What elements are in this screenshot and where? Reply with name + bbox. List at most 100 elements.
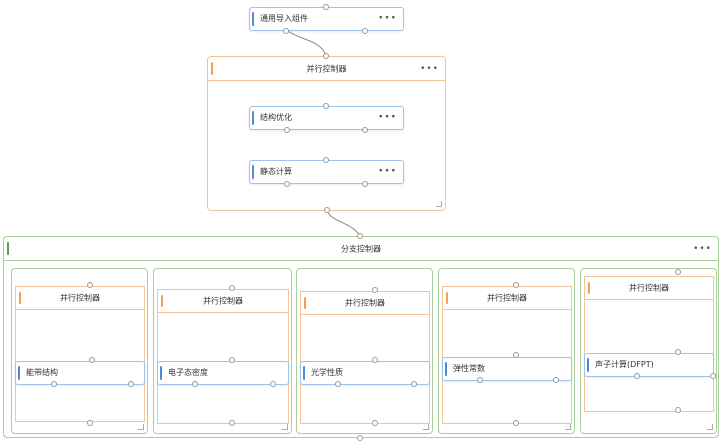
input-port[interactable] bbox=[675, 269, 681, 275]
lane-task-node[interactable]: 弹性常数 bbox=[442, 357, 572, 381]
branch-lane[interactable]: 并行控制器 能带结构 bbox=[11, 268, 148, 434]
input-port[interactable] bbox=[229, 357, 235, 363]
output-port[interactable] bbox=[335, 381, 341, 387]
output-port[interactable] bbox=[675, 407, 681, 413]
resize-handle[interactable] bbox=[138, 424, 144, 430]
lane-header: 并行控制器 bbox=[158, 289, 288, 313]
lane-bottom-border bbox=[443, 423, 571, 424]
output-port[interactable] bbox=[553, 377, 559, 383]
output-port[interactable] bbox=[283, 28, 289, 34]
output-port[interactable] bbox=[270, 381, 276, 387]
lane-header: 并行控制器 bbox=[443, 286, 571, 310]
output-port[interactable] bbox=[192, 381, 198, 387]
node-accent bbox=[587, 358, 589, 372]
node-accent bbox=[18, 366, 20, 380]
output-port[interactable] bbox=[362, 28, 368, 34]
lane-bottom-border bbox=[16, 421, 144, 422]
output-port[interactable] bbox=[128, 381, 134, 387]
container-header: 并行控制器 ••• bbox=[208, 57, 445, 81]
output-port[interactable] bbox=[324, 207, 330, 213]
input-port[interactable] bbox=[323, 157, 329, 163]
input-port[interactable] bbox=[89, 357, 95, 363]
node-accent bbox=[252, 165, 254, 179]
node-label: 电子态密度 bbox=[168, 368, 208, 377]
edge-import-to-parallel bbox=[285, 29, 327, 56]
output-port[interactable] bbox=[710, 373, 716, 379]
output-port[interactable] bbox=[284, 181, 290, 187]
branch-lane[interactable]: 并行控制器 电子态密度 bbox=[153, 268, 292, 434]
lane-task-node[interactable]: 光学性质 bbox=[300, 361, 430, 385]
node-accent bbox=[252, 12, 254, 26]
input-port[interactable] bbox=[323, 4, 329, 10]
input-port[interactable] bbox=[513, 282, 519, 288]
header-accent bbox=[211, 62, 213, 75]
branch-lane[interactable]: 并行控制器 光学性质 bbox=[296, 268, 433, 434]
resize-handle[interactable] bbox=[423, 424, 429, 430]
input-port[interactable] bbox=[357, 233, 363, 239]
lane-bottom-border bbox=[585, 411, 713, 412]
output-port[interactable] bbox=[372, 420, 378, 426]
more-icon[interactable]: ••• bbox=[378, 13, 397, 24]
lane-task-node[interactable]: 能带结构 bbox=[15, 361, 145, 385]
output-port[interactable] bbox=[362, 127, 368, 133]
input-port[interactable] bbox=[229, 285, 235, 291]
more-icon[interactable]: ••• bbox=[420, 63, 439, 74]
header-accent bbox=[588, 282, 590, 294]
edge-parallel-to-branch bbox=[326, 209, 361, 237]
output-port[interactable] bbox=[513, 420, 519, 426]
container-header: 分支控制器 ••• bbox=[4, 237, 718, 261]
output-port[interactable] bbox=[87, 420, 93, 426]
lane-task-node[interactable]: 电子态密度 bbox=[157, 361, 289, 385]
lane-parallel-controller[interactable]: 并行控制器 bbox=[442, 286, 572, 424]
container-title: 并行控制器 bbox=[306, 64, 347, 73]
node-accent bbox=[252, 111, 254, 125]
node-label: 光学性质 bbox=[311, 368, 343, 377]
output-port[interactable] bbox=[284, 127, 290, 133]
lane-header: 并行控制器 bbox=[301, 291, 429, 315]
lane-task-node[interactable]: 声子计算(DFPT) bbox=[584, 353, 714, 377]
resize-handle[interactable] bbox=[565, 424, 571, 430]
lane-bottom-border bbox=[301, 423, 429, 424]
input-port[interactable] bbox=[372, 287, 378, 293]
resize-handle[interactable] bbox=[707, 424, 713, 430]
more-icon[interactable]: ••• bbox=[378, 112, 397, 123]
header-accent bbox=[446, 292, 448, 304]
lane-header: 并行控制器 bbox=[16, 286, 144, 310]
output-port[interactable] bbox=[362, 181, 368, 187]
input-port[interactable] bbox=[513, 352, 519, 358]
branch-lane[interactable]: 并行控制器 声子计算(DFPT) bbox=[580, 268, 717, 434]
node-structure-optimization[interactable]: 结构优化 ••• bbox=[249, 106, 404, 130]
container-title: 分支控制器 bbox=[341, 244, 381, 253]
input-port[interactable] bbox=[323, 103, 329, 109]
more-icon[interactable]: ••• bbox=[693, 243, 712, 254]
output-port[interactable] bbox=[357, 435, 363, 441]
node-label: 声子计算(DFPT) bbox=[595, 360, 654, 369]
input-port[interactable] bbox=[87, 282, 93, 288]
input-port[interactable] bbox=[675, 349, 681, 355]
node-static-calculation[interactable]: 静态计算 ••• bbox=[249, 160, 404, 184]
input-port[interactable] bbox=[323, 53, 329, 59]
more-icon[interactable]: ••• bbox=[378, 166, 397, 177]
lane-header-title: 并行控制器 bbox=[487, 293, 527, 303]
node-label: 结构优化 bbox=[260, 113, 292, 122]
lane-parallel-controller[interactable]: 并行控制器 bbox=[584, 276, 714, 412]
resize-handle[interactable] bbox=[282, 424, 288, 430]
header-accent bbox=[161, 295, 163, 307]
header-accent bbox=[7, 242, 9, 255]
lane-header-title: 并行控制器 bbox=[629, 283, 669, 293]
branch-lane[interactable]: 并行控制器 弹性常数 bbox=[438, 268, 575, 434]
output-port[interactable] bbox=[411, 381, 417, 387]
output-port[interactable] bbox=[229, 420, 235, 426]
lane-parallel-controller[interactable]: 并行控制器 bbox=[157, 289, 289, 424]
output-port[interactable] bbox=[477, 377, 483, 383]
output-port[interactable] bbox=[634, 373, 640, 379]
lane-header-title: 并行控制器 bbox=[345, 298, 385, 308]
parallel-controller-container[interactable]: 并行控制器 ••• bbox=[207, 56, 446, 211]
output-port[interactable] bbox=[51, 381, 57, 387]
lane-parallel-controller[interactable]: 并行控制器 bbox=[300, 291, 430, 424]
input-port[interactable] bbox=[372, 357, 378, 363]
node-import-component[interactable]: 通用导入组件 ••• bbox=[249, 7, 404, 31]
lane-parallel-controller[interactable]: 并行控制器 bbox=[15, 286, 145, 422]
resize-handle[interactable] bbox=[436, 201, 442, 207]
